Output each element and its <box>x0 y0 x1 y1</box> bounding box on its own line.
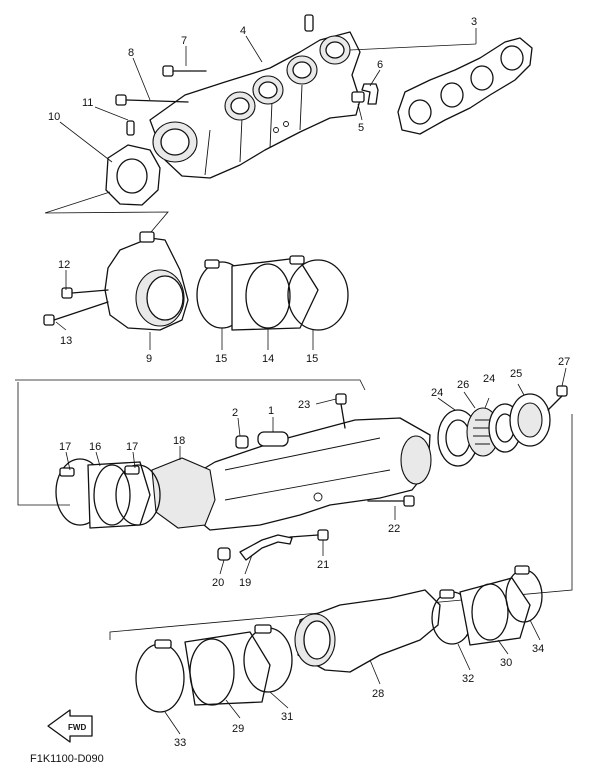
clamp-17-right[interactable] <box>115 464 161 526</box>
callout-17-left[interactable]: 17 <box>59 441 71 453</box>
callout-18[interactable]: 18 <box>173 435 185 447</box>
callout-14[interactable]: 14 <box>262 353 274 365</box>
gasket-3[interactable] <box>397 37 533 135</box>
joint-hose-16[interactable] <box>87 461 151 529</box>
fitting-19[interactable] <box>239 534 293 561</box>
callout-27[interactable]: 27 <box>558 356 570 368</box>
forward-direction-arrow: FWD <box>47 709 93 743</box>
callout-10[interactable]: 10 <box>48 111 60 123</box>
assembly-guide-line-middle <box>15 379 366 391</box>
heat-shield-18[interactable] <box>151 457 216 529</box>
callout-21[interactable]: 21 <box>317 559 329 571</box>
callout-30[interactable]: 30 <box>500 657 512 669</box>
callout-15-left[interactable]: 15 <box>215 353 227 365</box>
callout-8[interactable]: 8 <box>128 47 134 59</box>
callout-2[interactable]: 2 <box>232 407 238 419</box>
callout-24-right[interactable]: 24 <box>483 373 495 385</box>
bolt-12[interactable] <box>61 287 109 299</box>
callout-4[interactable]: 4 <box>240 25 246 37</box>
callout-5[interactable]: 5 <box>358 122 364 134</box>
callout-16[interactable]: 16 <box>89 441 101 453</box>
bolt-13[interactable] <box>43 301 109 326</box>
callout-23[interactable]: 23 <box>298 399 310 411</box>
dowel-pin-11[interactable] <box>126 120 135 136</box>
bolt-8[interactable] <box>115 94 189 106</box>
callout-34[interactable]: 34 <box>532 643 544 655</box>
bolt-22[interactable] <box>367 495 415 507</box>
clamp-34[interactable] <box>505 565 543 623</box>
callout-numbers: 1 2 3 4 5 6 7 8 9 10 11 12 13 14 15 15 1… <box>48 16 570 749</box>
joint-hose-14[interactable] <box>231 257 319 331</box>
hose-6[interactable] <box>361 83 379 105</box>
callout-12[interactable]: 12 <box>58 259 70 271</box>
bolt-27[interactable] <box>547 385 568 411</box>
bolt-21[interactable] <box>289 529 329 541</box>
callout-13[interactable]: 13 <box>60 335 72 347</box>
callout-26[interactable]: 26 <box>457 379 469 391</box>
exhaust-pipe-28[interactable] <box>294 589 441 673</box>
cap-2[interactable] <box>235 435 249 449</box>
bolt-7[interactable] <box>162 65 207 77</box>
callout-31[interactable]: 31 <box>281 711 293 723</box>
fitting-5[interactable] <box>351 91 365 103</box>
callout-20[interactable]: 20 <box>212 577 224 589</box>
callout-19[interactable]: 19 <box>239 577 251 589</box>
callout-33[interactable]: 33 <box>174 737 186 749</box>
exhaust-manifold-4[interactable] <box>149 14 361 179</box>
callout-15-right[interactable]: 15 <box>306 353 318 365</box>
callout-9[interactable]: 9 <box>146 353 152 365</box>
callout-24-left[interactable]: 24 <box>431 387 443 399</box>
callout-17-right[interactable]: 17 <box>126 441 138 453</box>
cap-20[interactable] <box>217 547 231 561</box>
callout-29[interactable]: 29 <box>232 723 244 735</box>
callout-11[interactable]: 11 <box>82 97 93 109</box>
clamp-15-right[interactable] <box>287 255 349 331</box>
bolt-23[interactable] <box>335 393 347 429</box>
drawing-code: F1K1100-D090 <box>30 753 104 765</box>
callout-25[interactable]: 25 <box>510 368 522 380</box>
leader-lines <box>55 28 567 735</box>
muffler-body[interactable] <box>179 417 432 531</box>
callout-22[interactable]: 22 <box>388 523 400 535</box>
callout-7[interactable]: 7 <box>181 35 187 47</box>
callout-3[interactable]: 3 <box>471 16 477 28</box>
callout-32[interactable]: 32 <box>462 673 474 685</box>
callout-1[interactable]: 1 <box>268 405 274 417</box>
gasket-10[interactable] <box>105 144 161 206</box>
joint-hose-29[interactable] <box>184 631 271 706</box>
outlet-elbow-9[interactable] <box>104 231 189 331</box>
callout-28[interactable]: 28 <box>372 688 384 700</box>
tube-1[interactable] <box>257 431 289 447</box>
joint-hose-30[interactable] <box>459 577 531 646</box>
clamp-31[interactable] <box>243 624 293 693</box>
flange-25[interactable] <box>509 393 551 447</box>
clamp-33[interactable] <box>135 639 185 713</box>
fwd-label: FWD <box>68 723 86 732</box>
callout-6[interactable]: 6 <box>377 59 383 71</box>
